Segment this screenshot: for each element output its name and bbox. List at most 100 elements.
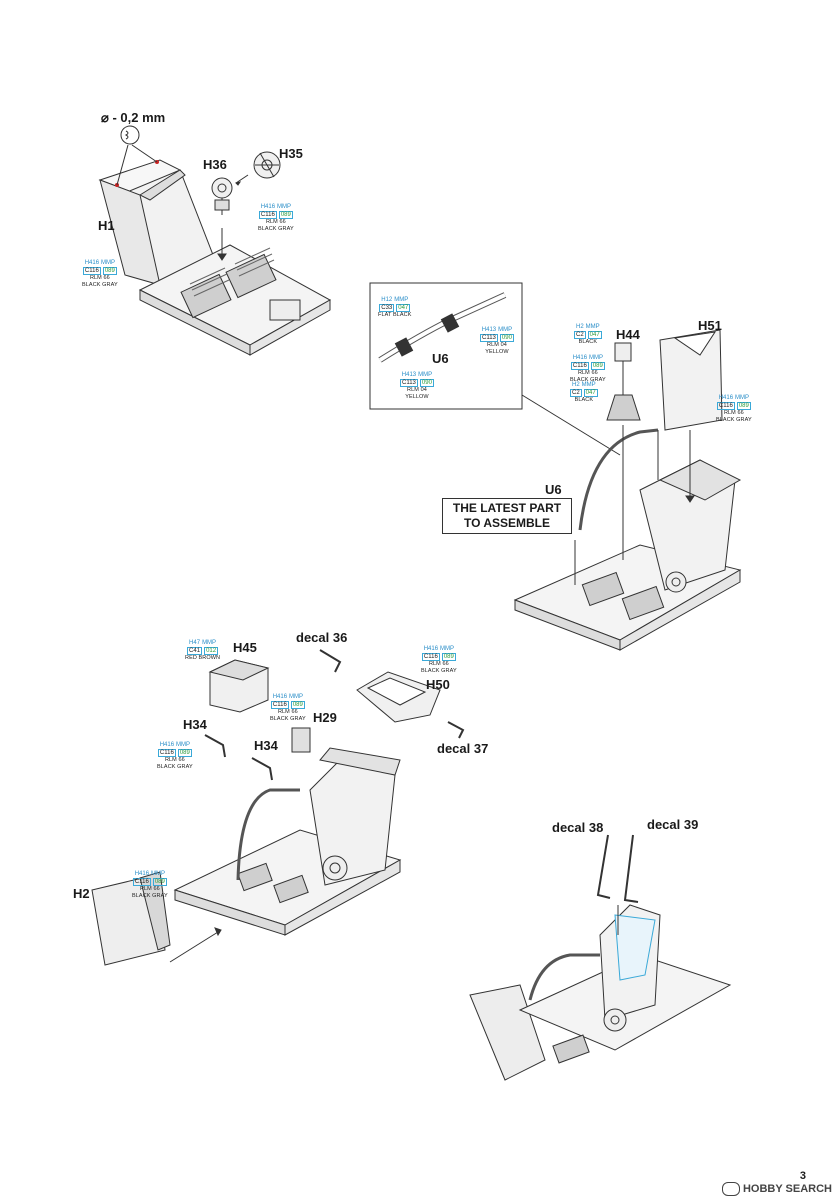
decal-38-label: decal 38: [552, 820, 604, 835]
paint-c-code: C116: [157, 749, 176, 757]
paint-mmp: MMP: [585, 324, 600, 330]
paint-num: 089: [590, 362, 605, 370]
paint-h-code: H12: [381, 297, 393, 303]
part-label-h50: H50: [426, 677, 450, 692]
decal-37-label: decal 37: [437, 741, 489, 756]
paint-name: BLACK: [574, 397, 594, 403]
paint-c-code: C116: [716, 402, 735, 410]
paint-h-code: H416: [272, 694, 288, 700]
paint-name: RLM 66: [428, 661, 449, 667]
watermark-text: HOBBY SEARCH: [742, 1183, 832, 1195]
part-label-h44: H44: [616, 327, 640, 342]
paint-name-2: BLACK GRAY: [716, 417, 752, 423]
paint-name-2: BLACK GRAY: [82, 282, 118, 288]
step2-assembly: [513, 329, 742, 651]
part-label-h34-left: H34: [183, 717, 207, 732]
paint-h-code: H413: [401, 372, 417, 378]
paint-mmp: MMP: [440, 646, 455, 652]
paint-num: 090: [419, 379, 434, 387]
paint-name: RLM 66: [139, 886, 160, 892]
latest-part-callout: THE LATEST PART TO ASSEMBLE: [442, 498, 572, 534]
part-label-h35: H35: [279, 146, 303, 161]
step1-cockpit-floor: [98, 125, 332, 356]
part-label-h36: H36: [203, 157, 227, 172]
paint-h-code: H416: [159, 742, 175, 748]
paint-h-code: H416: [84, 260, 100, 266]
paint-name: BLACK: [578, 339, 598, 345]
decal-39-label: decal 39: [647, 817, 699, 832]
part-label-u6-inset: U6: [432, 351, 449, 366]
paint-name: RLM 66: [265, 219, 286, 225]
paint-name: RLM 66: [164, 757, 185, 763]
paint-mmp: MMP: [589, 355, 604, 361]
part-label-h34-right: H34: [254, 738, 278, 753]
paint-name: RED BROWN: [185, 655, 221, 661]
page-number: 3: [799, 1170, 806, 1182]
paint-mmp: MMP: [418, 372, 433, 378]
paint-num: 012: [204, 647, 219, 655]
part-label-h29: H29: [313, 710, 337, 725]
drill-size-label: ⌀ - 0,2 mm: [101, 110, 166, 125]
paint-c-code: C113: [480, 334, 498, 342]
paint-mmp: MMP: [289, 694, 304, 700]
paint-mmp: MMP: [277, 204, 292, 210]
paint-num: 047: [587, 331, 602, 339]
paint-name: RLM 66: [277, 709, 298, 715]
paint-name-2: BLACK GRAY: [570, 377, 606, 383]
callout-line-2: TO ASSEMBLE: [463, 516, 550, 530]
paint-c-code: C2: [574, 331, 586, 339]
paint-c-code: C2: [570, 389, 582, 397]
paint-num: 089: [278, 211, 293, 219]
paint-c-code: C116: [132, 878, 151, 886]
part-label-u6: U6: [545, 482, 562, 497]
paint-num: 089: [177, 749, 192, 757]
paint-name: RLM 66: [577, 370, 598, 376]
paint-num: 089: [152, 878, 167, 886]
paint-name: RLM 04: [487, 342, 507, 348]
paint-c-code: C116: [570, 362, 589, 370]
paint-h-code: H416: [134, 871, 150, 877]
paint-c-code: C41: [187, 647, 203, 655]
paint-c-code: C113: [400, 379, 418, 387]
watermark: HOBBY SEARCH: [721, 1182, 832, 1196]
paint-h-code: H2: [576, 324, 584, 330]
paint-name: FLAT BLACK: [378, 312, 412, 318]
paint-c-code: C116: [258, 211, 277, 219]
paint-mmp: MMP: [394, 297, 409, 303]
paint-num: 089: [290, 701, 305, 709]
step3-assembly: [91, 649, 465, 966]
paint-mmp: MMP: [202, 640, 217, 646]
paint-mmp: MMP: [581, 382, 596, 388]
paint-h-code: H416: [572, 355, 588, 361]
paint-name-2: BLACK GRAY: [258, 226, 294, 232]
paint-h-code: H416: [260, 204, 276, 210]
paint-c-code: C33: [379, 304, 395, 312]
paint-num: 090: [499, 334, 514, 342]
paint-h-code: H2: [572, 382, 580, 388]
paint-name-2: BLACK GRAY: [270, 716, 306, 722]
paint-num: 047: [583, 389, 598, 397]
paint-num: 089: [102, 267, 117, 275]
part-label-h51: H51: [698, 318, 722, 333]
paint-mmp: MMP: [151, 871, 166, 877]
callout-line-1: THE LATEST PART: [452, 501, 562, 515]
paint-num: 089: [441, 653, 456, 661]
paint-h-code: H416: [423, 646, 439, 652]
paint-mmp: MMP: [735, 395, 750, 401]
paint-name-2: YELLOW: [405, 394, 429, 400]
u6-inset: [369, 282, 621, 456]
paint-c-code: C116: [421, 653, 440, 661]
paint-num: 089: [736, 402, 751, 410]
